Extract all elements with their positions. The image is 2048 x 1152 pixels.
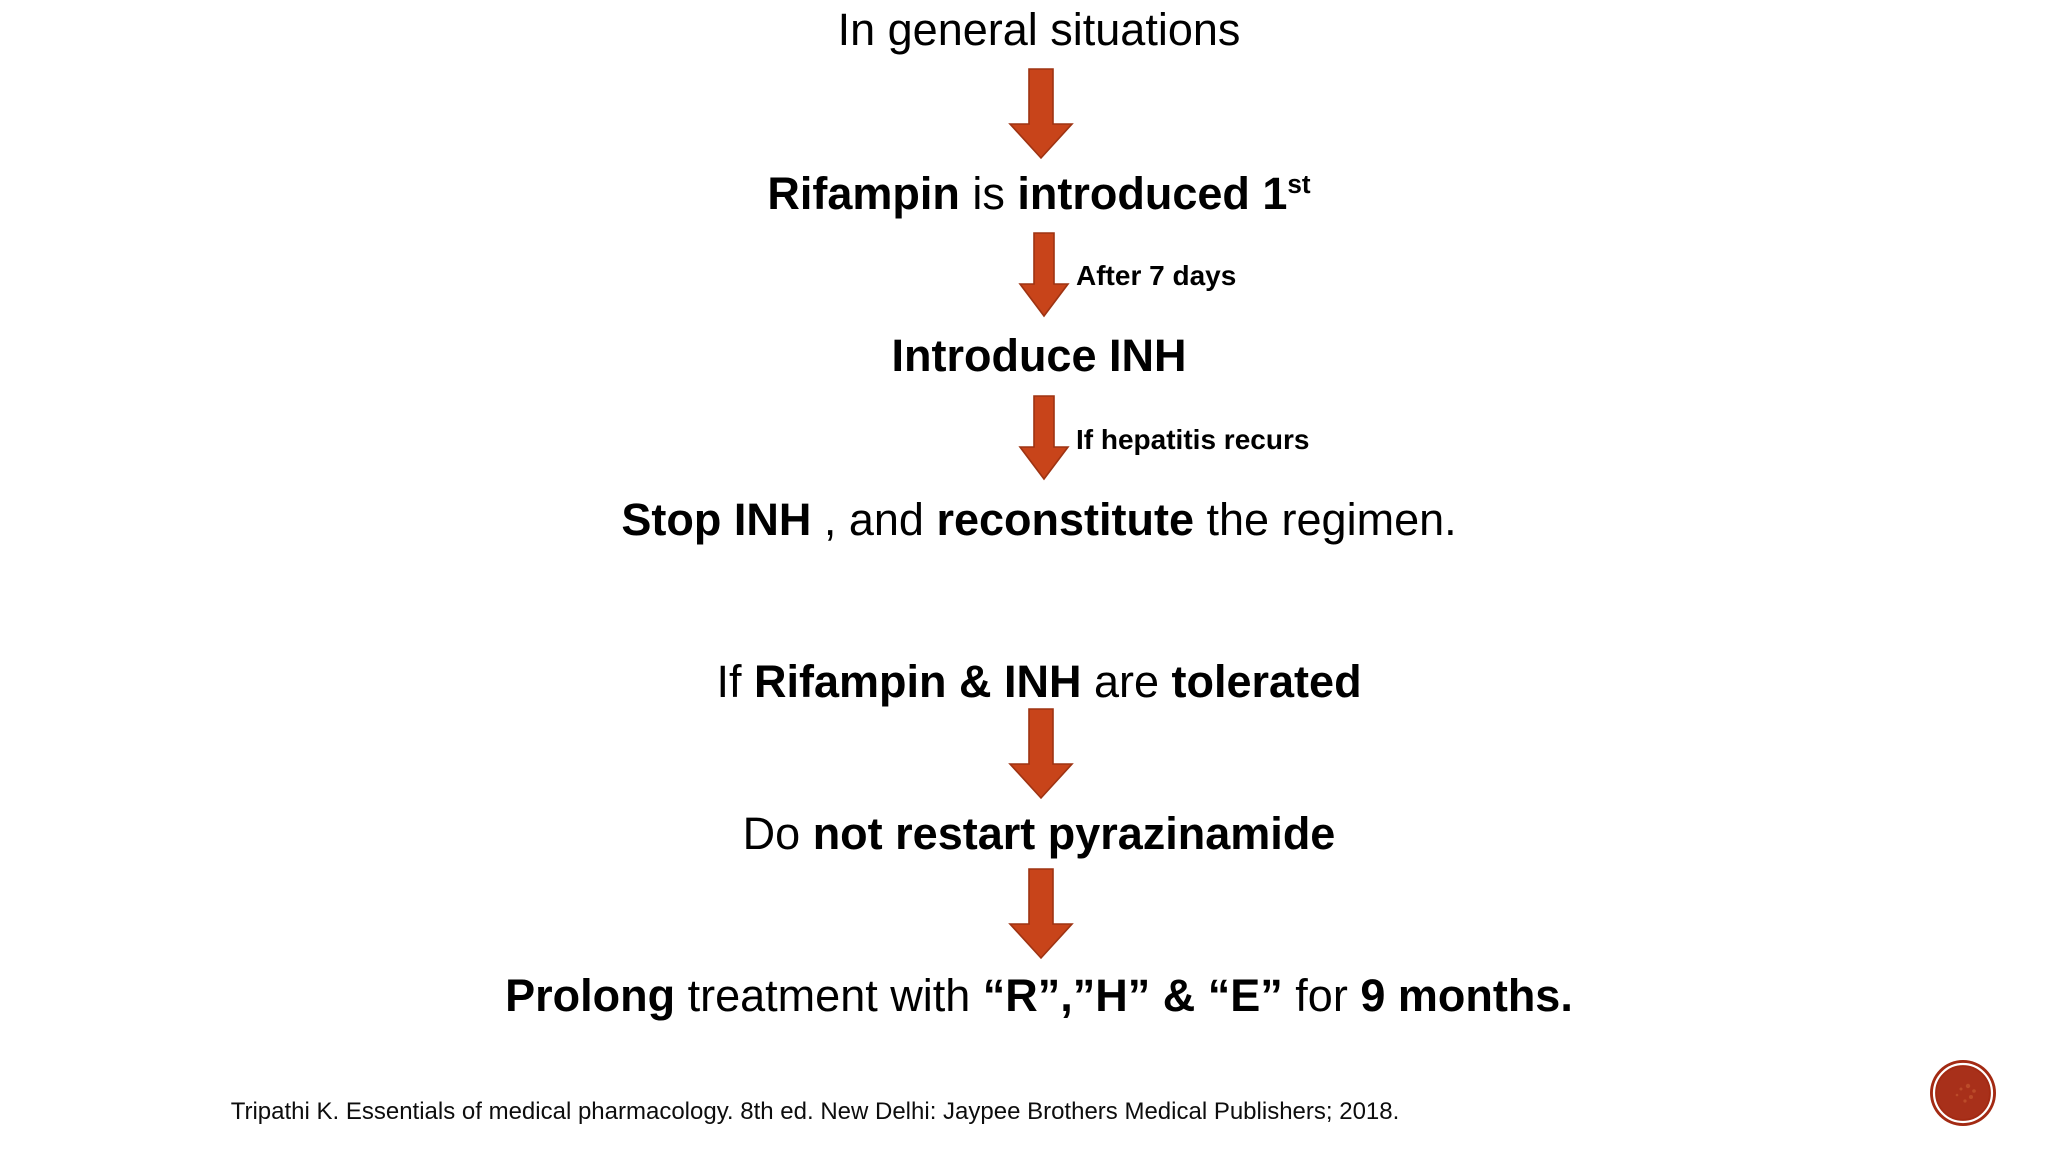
down-arrow-icon — [1018, 232, 1070, 318]
step3-reg-2: the regimen. — [1193, 494, 1457, 545]
step6-bold-1: Prolong — [505, 970, 676, 1021]
step6-reg-1: treatment with — [675, 970, 983, 1021]
step1-superscript: st — [1287, 169, 1311, 199]
step6-bold-2: “R”,”H” & “E” — [982, 970, 1283, 1021]
institution-seal-logo — [1928, 1058, 1998, 1128]
step4-bold-1: Rifampin & INH — [753, 656, 1082, 707]
page-title: In general situations — [0, 4, 2048, 55]
step6-bold-3: 9 months. — [1360, 970, 1573, 1021]
flow-step-introduce-inh: Introduce INH — [0, 330, 2048, 381]
step5-bold-1: not restart pyrazinamide — [812, 808, 1336, 859]
flow-step-rifampin-first: Rifampin is introduced 1st — [0, 168, 2048, 219]
step1-bold-1: Rifampin — [767, 168, 960, 219]
flow-step-prolong-treatment: Prolong treatment with “R”,”H” & “E” for… — [0, 970, 2048, 1021]
flow-step-stop-inh: Stop INH , and reconstitute the regimen. — [0, 494, 2048, 545]
arrow-label-after-7-days: After 7 days — [1076, 260, 1237, 291]
flow-step-if-tolerated: If Rifampin & INH are tolerated — [0, 656, 2048, 707]
down-arrow-icon — [1018, 395, 1070, 481]
step5-reg-1: Do — [742, 808, 813, 859]
step2-bold-1: Introduce INH — [891, 330, 1187, 381]
down-arrow-icon — [1008, 868, 1074, 960]
step4-reg-2: are — [1081, 656, 1172, 707]
step3-bold-2: reconstitute — [936, 494, 1194, 545]
step4-bold-2: tolerated — [1171, 656, 1362, 707]
step4-reg-1: If — [716, 656, 754, 707]
flow-step-no-pyrazinamide: Do not restart pyrazinamide — [0, 808, 2048, 859]
step6-reg-2: for — [1282, 970, 1361, 1021]
step1-bold-2: introduced 1 — [1017, 168, 1288, 219]
down-arrow-icon — [1008, 708, 1074, 800]
step3-bold-1: Stop INH — [621, 494, 812, 545]
step1-reg-1: is — [959, 168, 1018, 219]
down-arrow-icon — [1008, 68, 1074, 160]
arrow-label-if-hepatitis-recurs: If hepatitis recurs — [1076, 424, 1310, 455]
step3-reg-1: , and — [811, 494, 937, 545]
source-citation: Tripathi K. Essentials of medical pharma… — [230, 1098, 1400, 1125]
page-title-text: In general situations — [837, 4, 1241, 55]
